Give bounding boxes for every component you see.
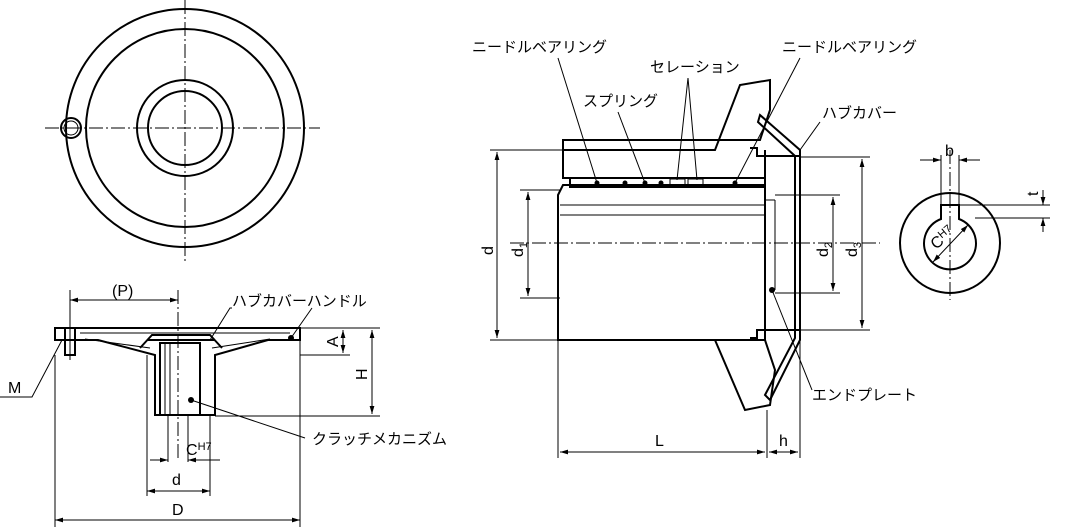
- dim-A: A: [325, 336, 342, 347]
- dim-key-C-H7: CH7: [927, 223, 958, 253]
- label-end-plate: エンドプレート: [812, 386, 917, 404]
- dim-d2: d2: [815, 242, 835, 257]
- dim-C-H7: CH7: [186, 441, 212, 459]
- dim-D: D: [172, 502, 184, 519]
- dim-t: t: [1025, 191, 1042, 196]
- label-hub-cover: ハブカバー: [822, 104, 897, 122]
- label-hub-cover-handle: ハブカバーハンドル: [232, 292, 367, 310]
- dim-d3: d3: [844, 242, 864, 257]
- label-needle-bearing-right: ニードルベアリング: [782, 38, 917, 56]
- label-serration: セレーション: [650, 58, 740, 76]
- front-view: [45, 0, 320, 262]
- dim-d1: d1: [510, 242, 530, 257]
- section-view: d d1 d2 d3 L h ニードルベアリング セレーション スプリング ニー…: [472, 38, 917, 458]
- dim-M: M: [8, 380, 21, 397]
- dim-H: H: [354, 368, 371, 380]
- label-needle-bearing-left: ニードルベアリング: [472, 38, 607, 56]
- dim-L: L: [655, 433, 664, 450]
- keyway-view: b t CH7: [899, 143, 1050, 300]
- dim-P: (P): [112, 283, 133, 300]
- dim-d: d: [480, 246, 497, 255]
- label-spring: スプリング: [583, 92, 658, 110]
- side-view: (P) A H M CH7 d D ハブカバーハンドル クラッチメカニズム: [0, 283, 447, 527]
- dim-b: b: [945, 143, 954, 160]
- dim-h: h: [779, 433, 788, 450]
- label-clutch-mechanism: クラッチメカニズム: [312, 430, 447, 448]
- dim-d-front: d: [172, 472, 181, 489]
